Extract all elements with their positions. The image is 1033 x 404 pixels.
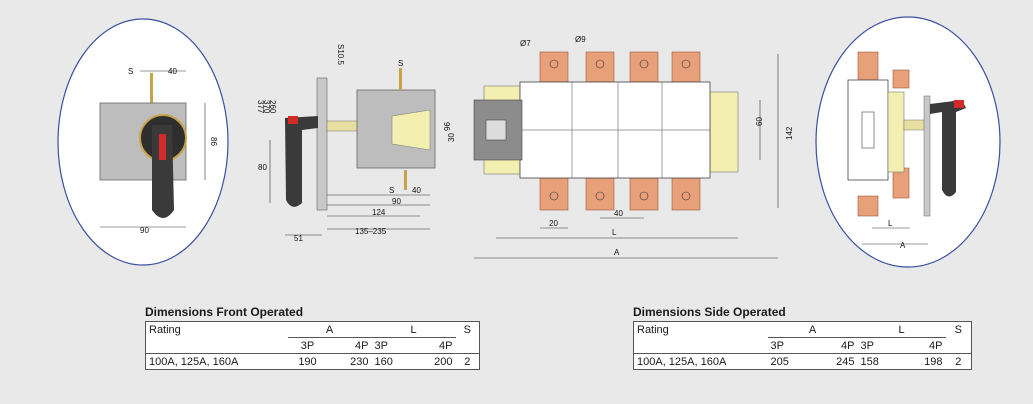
front-dim-width-top: 40 bbox=[168, 67, 177, 76]
side-sub-l3p: 3P bbox=[857, 337, 896, 354]
front-cell-l3p: 160 bbox=[374, 355, 393, 368]
side-dim-stack-1: 377 bbox=[256, 100, 265, 114]
front-view: S 40 86 90 bbox=[57, 18, 229, 266]
front-dim-width-bottom: 90 bbox=[140, 226, 149, 235]
front-sub-a3p: 3P bbox=[287, 337, 328, 354]
side-subheader-row: 3P 4P 3P 4P bbox=[633, 337, 972, 354]
side-handle bbox=[285, 116, 318, 207]
front-operated-table: Rating A L S 3P 4P 3P 4P 100A, 125A, 160… bbox=[145, 321, 480, 370]
side-dim-stack-2: 370 bbox=[262, 100, 271, 114]
front-cell-a3p: 190 bbox=[298, 355, 317, 368]
side-cell-s: 2 bbox=[955, 355, 962, 368]
side-dim-96: 96 bbox=[442, 122, 451, 131]
side-sub-l4p: 4P bbox=[895, 337, 946, 354]
top-dim-60: 60 bbox=[755, 117, 764, 126]
side-dim-124: 124 bbox=[372, 208, 386, 217]
front-cell-l4p: 200 bbox=[434, 355, 453, 368]
side-operated-title: Dimensions Side Operated bbox=[633, 305, 786, 319]
front-subheader-row: 3P 4P 3P 4P bbox=[145, 337, 480, 354]
front-sub-a4p: 4P bbox=[327, 337, 372, 354]
side-sub-a3p: 3P bbox=[767, 337, 808, 354]
side-dim-135-235: 135–235 bbox=[355, 227, 387, 236]
side-cell-l4p: 198 bbox=[924, 355, 943, 368]
front-shaft bbox=[150, 73, 153, 103]
side-cell-a4p: 245 bbox=[836, 355, 855, 368]
side-cell-l3p: 158 bbox=[860, 355, 879, 368]
front-h-rating: Rating bbox=[149, 323, 181, 336]
top-dim-A: A bbox=[614, 248, 620, 257]
side-plate bbox=[316, 77, 328, 211]
side-dim-40: 40 bbox=[412, 186, 421, 195]
front-header-row: Rating A L S bbox=[146, 321, 480, 338]
technical-drawing: S 40 86 90 377 370 260 80 S10.5 S 96 S 4… bbox=[57, 16, 1001, 268]
top-dim-40: 40 bbox=[614, 209, 623, 218]
top-dim-142: 142 bbox=[785, 126, 794, 140]
side-operated-dim-L: L bbox=[888, 219, 893, 228]
front-operated-title: Dimensions Front Operated bbox=[145, 305, 304, 319]
side-h-rating: Rating bbox=[637, 323, 669, 336]
side-dim-80: 80 bbox=[258, 163, 267, 172]
top-dim-L: L bbox=[612, 228, 617, 237]
side-h-A: A bbox=[767, 321, 858, 338]
side-cell-a3p: 205 bbox=[770, 355, 789, 368]
top-dim-20: 20 bbox=[549, 219, 558, 228]
side-operated-block: Dimensions Side Operated Rating A L S 3P… bbox=[633, 305, 972, 370]
top-hole-7: Ø7 bbox=[520, 39, 531, 48]
side-shaft bbox=[326, 120, 358, 132]
side-header-row: Rating A L S bbox=[634, 321, 972, 338]
front-dim-height: 86 bbox=[209, 137, 218, 146]
side-sub-a4p: 4P bbox=[807, 337, 858, 354]
front-sub-l4p: 4P bbox=[411, 337, 456, 354]
side-h-L: L bbox=[857, 321, 946, 338]
side-handle-accent bbox=[288, 116, 298, 124]
front-cell-a4p: 230 bbox=[350, 355, 369, 368]
side-operated-view: L A bbox=[815, 16, 1001, 268]
top-view: Ø7 Ø9 30 60 142 20 40 L A bbox=[447, 35, 794, 259]
top-hole-9: Ø9 bbox=[575, 35, 586, 44]
side-operated-dim-A: A bbox=[900, 241, 906, 250]
side-h-S: S bbox=[954, 323, 962, 336]
side-dim-s-bottom: S bbox=[389, 186, 394, 195]
side-view: 377 370 260 80 S10.5 S 96 S 40 90 124 51… bbox=[256, 44, 451, 243]
front-handle bbox=[152, 125, 174, 218]
front-cell-rating: 100A, 125A, 160A bbox=[149, 355, 239, 368]
side-dim-s-top: S bbox=[398, 59, 403, 68]
front-h-S: S bbox=[463, 323, 471, 336]
front-h-L: L bbox=[371, 321, 456, 338]
side-data-row: 100A, 125A, 160A 205 245 158 198 2 bbox=[634, 354, 972, 370]
side-dim-51: 51 bbox=[294, 234, 303, 243]
front-cell-s: 2 bbox=[464, 355, 471, 368]
top-dim-30: 30 bbox=[447, 133, 456, 142]
front-handle-accent bbox=[159, 134, 166, 160]
front-data-row: 100A, 125A, 160A 190 230 160 200 2 bbox=[146, 354, 480, 370]
side-dim-90: 90 bbox=[392, 197, 401, 206]
side-cell-rating: 100A, 125A, 160A bbox=[637, 355, 727, 368]
side-dim-top-label: S10.5 bbox=[336, 44, 345, 65]
side-operated-ellipse bbox=[815, 16, 1001, 268]
front-sub-l3p: 3P bbox=[371, 337, 412, 354]
side-dim-stack-3: 260 bbox=[268, 100, 277, 114]
front-operated-block: Dimensions Front Operated Rating A L S 3… bbox=[145, 305, 480, 370]
front-dim-s: S bbox=[128, 67, 133, 76]
front-h-A: A bbox=[287, 321, 372, 338]
side-operated-table: Rating A L S 3P 4P 3P 4P 100A, 125A, 160… bbox=[633, 321, 972, 370]
